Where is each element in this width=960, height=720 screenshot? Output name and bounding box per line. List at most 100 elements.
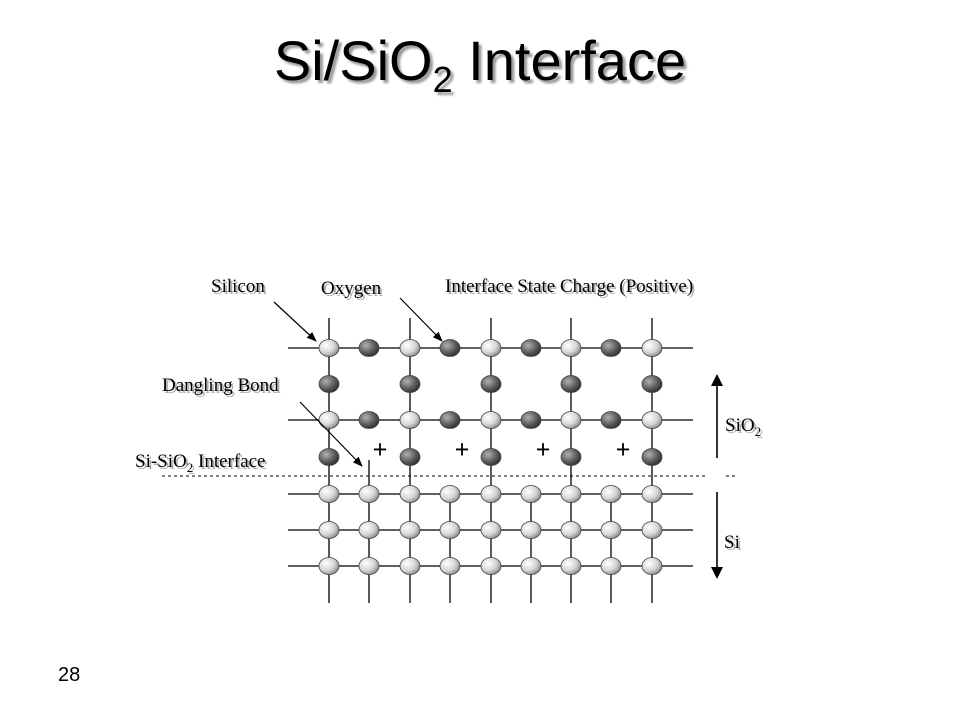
oxygen-atom: [318, 448, 340, 466]
silicon-atom: [560, 521, 582, 539]
silicon-atom: [600, 521, 622, 539]
oxygen-atom: [318, 375, 340, 393]
silicon-atom: [318, 411, 340, 429]
label-oxygen: Oxygen Oxygen: [321, 278, 384, 301]
interface-charges: + + + +: [373, 435, 631, 464]
positive-charge: +: [536, 435, 551, 464]
oxygen-atom: [600, 411, 622, 429]
arrow-down-icon: [711, 567, 723, 579]
oxygen-atom: [439, 339, 461, 357]
silicon-atom: [600, 485, 622, 503]
silicon-atom: [480, 411, 502, 429]
positive-charge: +: [373, 435, 388, 464]
silicon-atom: [560, 411, 582, 429]
label-interface-shadow-sub: 2: [189, 462, 196, 477]
title-main: Si/SiO: [273, 29, 433, 92]
silicon-atom: [520, 485, 542, 503]
label-dangling-shadow: Dangling Bond: [164, 377, 281, 398]
silicon-arrow: [273, 301, 317, 342]
silicon-atom: [600, 557, 622, 575]
arrow-gap: [708, 458, 726, 492]
silicon-atom: [641, 339, 663, 357]
oxygen-atom: [641, 448, 663, 466]
oxygen-atom: [641, 375, 663, 393]
silicon-atom: [480, 521, 502, 539]
page-number: 28: [58, 664, 81, 686]
label-sio2-main: SiO: [725, 415, 755, 436]
label-interface-state-charge: Interface State Charge (Positive) Interf…: [445, 276, 695, 299]
label-silicon-text: Silicon: [211, 276, 265, 297]
silicon-atom: [480, 485, 502, 503]
label-si-sio2-interface: Si-SiO2 Interface Si-SiO2 Interface: [135, 451, 268, 477]
silicon-atom: [641, 485, 663, 503]
silicon-atom: [560, 339, 582, 357]
silicon-atom: [520, 557, 542, 575]
oxygen-atom: [520, 339, 542, 357]
label-sio2: SiO2 SiO2: [725, 415, 763, 441]
silicon-atom: [318, 521, 340, 539]
oxygen-atom: [560, 375, 582, 393]
title-subscript: 2: [432, 59, 453, 101]
silicon-atom: [318, 339, 340, 357]
label-silicon: Silicon Silicon: [211, 276, 267, 299]
label-sio2-sub: 2: [755, 424, 762, 439]
title-rest: Interface: [452, 29, 687, 92]
silicon-atom: [358, 557, 380, 575]
oxygen-atom: [399, 448, 421, 466]
silicon-atom: [641, 521, 663, 539]
dangling-bond-arrow: [299, 401, 363, 467]
label-dangling-bond: Dangling Bond Dangling Bond: [162, 375, 281, 398]
silicon-atom: [399, 339, 421, 357]
svg-text:Si-SiO2 Interface: Si-SiO2 Interface: [135, 451, 266, 475]
silicon-atom: [358, 485, 380, 503]
oxygen-atom: [600, 339, 622, 357]
svg-text:SiO2: SiO2: [727, 417, 763, 441]
label-interface-shadow-rest: Interface: [195, 453, 267, 474]
label-si-shadow: Si: [726, 534, 742, 555]
label-isc-shadow: Interface State Charge (Positive): [447, 278, 695, 299]
label-interface-rest: Interface: [193, 451, 265, 472]
silicon-atom: [439, 521, 461, 539]
label-interface-shadow-main: Si-SiO: [137, 453, 189, 474]
label-si: Si Si: [724, 532, 742, 555]
silicon-atom: [560, 485, 582, 503]
arrow-up-icon: [711, 374, 723, 386]
svg-text:Si-SiO2 Interface: Si-SiO2 Interface: [137, 453, 268, 477]
positive-charge: +: [455, 435, 470, 464]
silicon-atom: [399, 411, 421, 429]
slide-title: Si/SiO2 Interface: [0, 28, 960, 101]
label-oxygen-shadow: Oxygen: [323, 280, 384, 301]
atoms: [318, 339, 663, 575]
label-sio2-shadow-sub: 2: [757, 426, 764, 441]
silicon-atom: [399, 521, 421, 539]
positive-charge: +: [616, 435, 631, 464]
silicon-atom: [641, 411, 663, 429]
oxygen-atom: [520, 411, 542, 429]
label-oxygen-text: Oxygen: [321, 278, 382, 299]
silicon-atom: [480, 557, 502, 575]
silicon-atom: [439, 485, 461, 503]
oxygen-atom: [480, 375, 502, 393]
silicon-atom: [560, 557, 582, 575]
label-interface-main: Si-SiO: [135, 451, 187, 472]
label-si-text: Si: [724, 532, 740, 553]
oxygen-atom: [560, 448, 582, 466]
label-isc-text: Interface State Charge (Positive): [445, 276, 693, 297]
oxygen-atom: [399, 375, 421, 393]
oxygen-atom: [358, 339, 380, 357]
silicon-atom: [399, 485, 421, 503]
silicon-atom: [399, 557, 421, 575]
oxygen-atom: [439, 411, 461, 429]
oxygen-arrow: [399, 297, 443, 342]
label-interface-sub: 2: [187, 460, 194, 475]
svg-text:SiO2: SiO2: [725, 415, 761, 439]
oxygen-atom: [480, 448, 502, 466]
label-dangling-text: Dangling Bond: [162, 375, 279, 396]
silicon-atom: [439, 557, 461, 575]
label-silicon-shadow: Silicon: [213, 278, 267, 299]
silicon-atom: [318, 557, 340, 575]
silicon-atom: [520, 521, 542, 539]
silicon-atom: [358, 521, 380, 539]
oxygen-atom: [358, 411, 380, 429]
